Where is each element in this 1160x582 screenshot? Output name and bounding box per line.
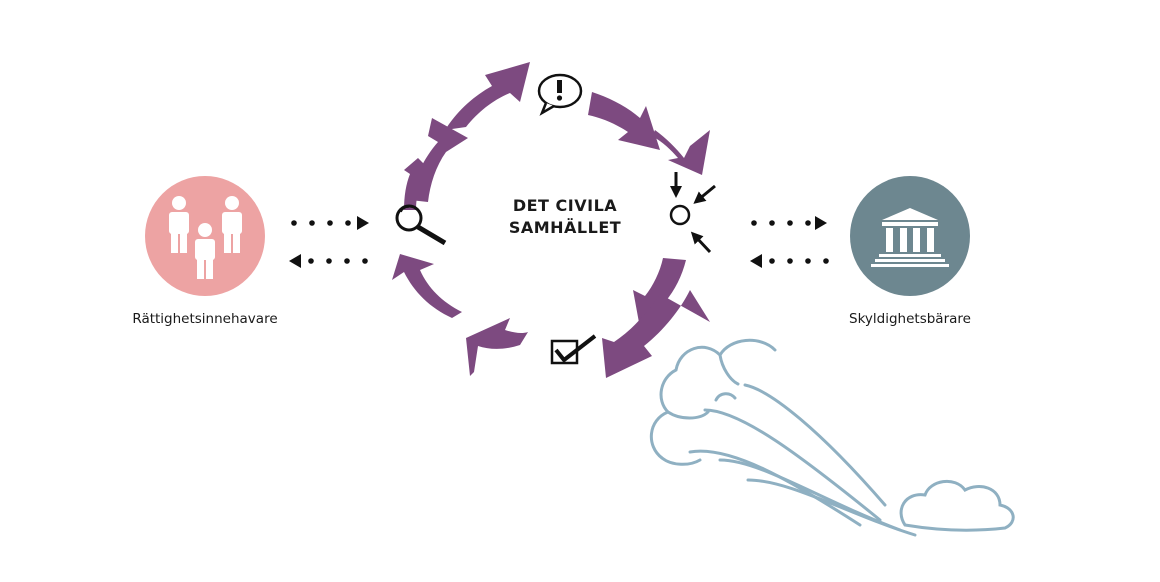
rights-holders-label: Rättighetsinnehavare bbox=[132, 311, 278, 327]
cycle-arrow bbox=[445, 62, 530, 130]
dotted-arrow-center-to-left bbox=[289, 254, 368, 268]
cycle-arrow bbox=[588, 92, 660, 150]
civil-society-cycle bbox=[392, 62, 710, 378]
dotted-arrow-center-to-right bbox=[751, 216, 827, 230]
cycle-arrow bbox=[392, 254, 462, 318]
center-title-line1: DET CIVILA bbox=[512, 196, 618, 215]
cycle-arrow bbox=[404, 158, 432, 210]
inward-arrows-target-icon bbox=[669, 172, 716, 254]
people-icon bbox=[169, 196, 242, 279]
rights-holders-node bbox=[145, 176, 265, 296]
magnifier-icon bbox=[395, 204, 447, 246]
duty-bearers-label: Skyldighetsbärare bbox=[849, 311, 971, 327]
dotted-arrow-right-to-center bbox=[750, 254, 829, 268]
center-title: DET CIVILA SAMHÄLLET bbox=[480, 195, 650, 239]
checkbox-check-icon bbox=[550, 334, 597, 365]
speech-bubble-exclamation-icon bbox=[537, 73, 583, 116]
dotted-arrow-left-to-center bbox=[291, 216, 369, 230]
cycle-arrow bbox=[602, 290, 710, 378]
cycle-arrow bbox=[652, 130, 710, 175]
institution-building-icon bbox=[871, 208, 949, 267]
duty-bearers-node bbox=[850, 176, 970, 296]
center-title-line2: SAMHÄLLET bbox=[508, 218, 622, 237]
wind-cloud-icon bbox=[649, 338, 1015, 537]
cycle-arrow bbox=[466, 318, 528, 376]
cycle-arrow bbox=[410, 118, 468, 202]
duty-bearers-circle bbox=[850, 176, 970, 296]
